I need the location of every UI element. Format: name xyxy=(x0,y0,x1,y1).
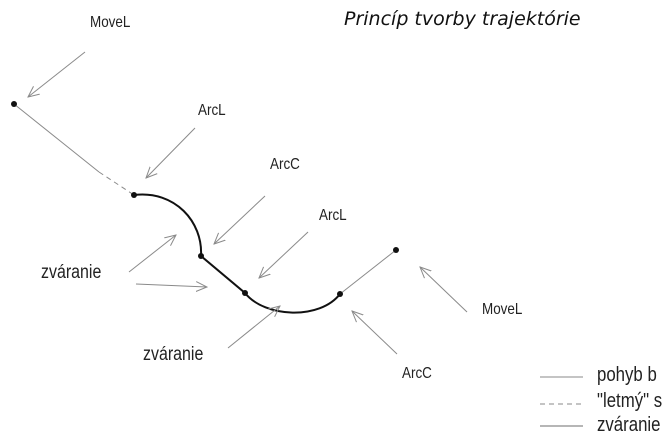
legend-label-movement: pohyb b xyxy=(597,364,657,386)
arrow-arcc-second xyxy=(352,311,398,355)
diagram-title: Princíp tvorby trajektórie xyxy=(344,8,581,30)
label-movel-end: MoveL xyxy=(482,301,523,318)
legend-label-welding: zváranie xyxy=(597,414,661,436)
arrow-arcl-second xyxy=(259,231,309,278)
label-movel-start: MoveL xyxy=(90,14,131,31)
point-arcc-second xyxy=(337,291,343,297)
retract-line xyxy=(339,249,397,295)
label-weld-left: zváranie xyxy=(41,262,102,283)
legend-label-flying: "letmý" s xyxy=(597,390,663,412)
label-arcc-second: ArcC xyxy=(402,365,432,382)
point-arcc-first xyxy=(198,253,204,259)
arrow-arcl-first xyxy=(146,127,196,178)
point-arcl-second xyxy=(242,290,248,296)
weld-path xyxy=(133,193,341,314)
arrow-movel-end xyxy=(420,267,468,313)
flying-segment-dashed xyxy=(98,171,135,196)
arrow-weld-left-lower xyxy=(135,284,207,287)
label-arcl-first: ArcL xyxy=(198,102,226,119)
arrow-arcc-first xyxy=(214,195,266,244)
point-movel-start xyxy=(11,101,17,107)
arrow-movel-start xyxy=(28,51,86,97)
label-weld-bottom: zváranie xyxy=(143,344,204,365)
label-arcc-first: ArcC xyxy=(270,156,300,173)
label-arcl-second: ArcL xyxy=(319,207,347,224)
arrow-weld-bottom xyxy=(227,306,280,349)
arrow-weld-left-upper xyxy=(128,235,176,273)
approach-line xyxy=(13,103,100,173)
point-arcl-first xyxy=(131,192,137,198)
point-movel-end xyxy=(393,247,399,253)
